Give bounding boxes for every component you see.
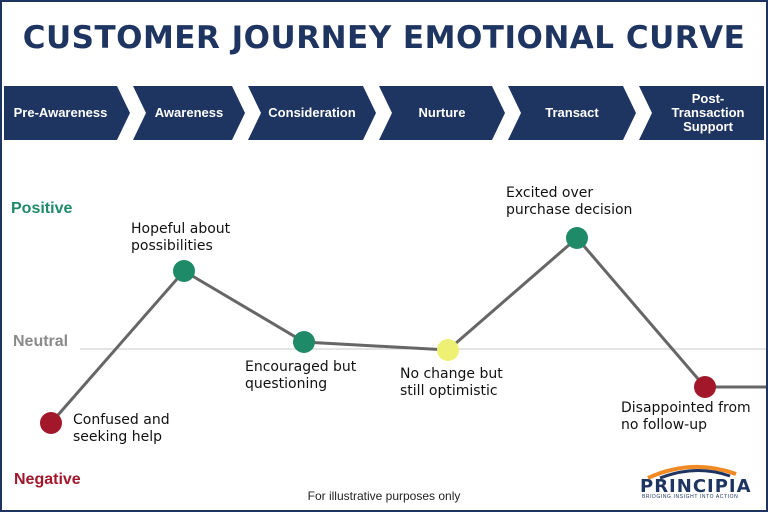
stage-chevron <box>4 86 130 140</box>
logo-wordmark: PRINCIPIA <box>640 476 752 497</box>
stage-chevron <box>133 86 245 140</box>
curve-point <box>694 376 716 398</box>
point-annotation: Excited over purchase decision <box>506 185 633 218</box>
point-annotation: Hopeful about possibilities <box>131 221 231 254</box>
logo-tagline: BRIDGING INSIGHT INTO ACTION <box>642 494 739 500</box>
stage-label: Pre-Awareness <box>13 105 108 120</box>
point-annotation: No change but still optimistic <box>400 366 503 399</box>
stage-banner <box>4 86 764 140</box>
curve-point <box>173 260 195 282</box>
stage-chevron <box>248 86 376 140</box>
point-annotation: Encouraged but questioning <box>245 359 357 392</box>
neutral-level-label: Neutral <box>13 333 69 350</box>
point-annotation: Confused and seeking help <box>73 412 170 445</box>
negative-level-label: Negative <box>14 471 81 488</box>
curve-point <box>293 331 315 353</box>
positive-level-label: Positive <box>11 200 73 217</box>
stage-label: Consideration <box>268 105 356 120</box>
stage-chevron <box>639 86 764 140</box>
diagram-title: CUSTOMER JOURNEY EMOTIONAL CURVE <box>22 20 746 56</box>
stage-label: Nurture <box>418 105 466 120</box>
principia-logo: PRINCIPIA BRIDGING INSIGHT INTO ACTION <box>640 460 760 500</box>
stage-label: Transact <box>545 105 599 120</box>
point-annotation: Disappointed from no follow-up <box>621 400 751 433</box>
curve-point <box>437 339 459 361</box>
logo-arc-icon <box>647 464 737 480</box>
stage-label: Awareness <box>154 105 224 120</box>
curve-point <box>566 227 588 249</box>
curve-point <box>40 412 62 434</box>
stage-chevron <box>508 86 636 140</box>
footnote: For illustrative purposes only <box>307 489 461 503</box>
stage-chevron <box>379 86 505 140</box>
